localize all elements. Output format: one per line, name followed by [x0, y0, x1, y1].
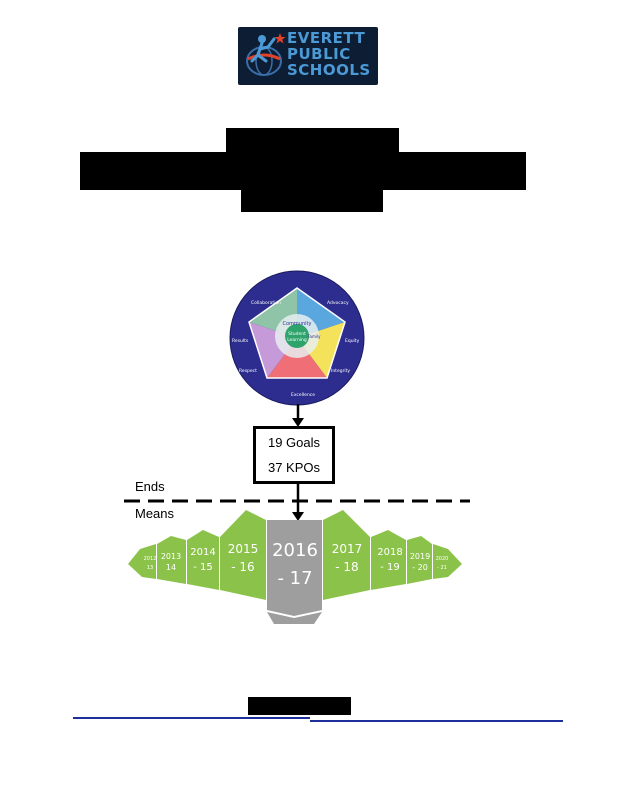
year-2017: 2017 - 18: [323, 510, 370, 600]
logo-line-2: PUBLIC: [287, 45, 351, 63]
year-2019: 2019 - 20: [407, 536, 432, 584]
arrow-down-icon: [292, 404, 304, 427]
logo-line-1: EVERETT: [287, 29, 366, 47]
svg-text:- 15: - 15: [193, 562, 213, 573]
wheel-label-integrity: Integrity: [331, 368, 350, 374]
wheel-center-right: Family: [308, 334, 322, 339]
redacted-block: [226, 128, 399, 153]
svg-text:- 17: - 17: [277, 568, 312, 589]
svg-text:- 20: - 20: [412, 563, 428, 572]
year-2016-current: 2016 - 17: [267, 520, 322, 624]
runner-star-globe-icon: [246, 33, 286, 76]
svg-text:- 16: - 16: [231, 560, 254, 574]
strategic-plan-wheel: Community Student Learning Family Collab…: [229, 270, 365, 406]
svg-text:2014: 2014: [190, 547, 215, 558]
svg-text:- 21: - 21: [437, 565, 447, 571]
logo-line-3: SCHOOLS: [287, 61, 371, 79]
ends-label: Ends: [135, 479, 165, 494]
svg-text:2019: 2019: [410, 552, 430, 561]
goals-box: 19 Goals 37 KPOs: [253, 426, 335, 484]
svg-text:2018: 2018: [377, 547, 402, 558]
year-2020: 2020 - 21: [433, 544, 462, 579]
wheel-center: [285, 324, 309, 348]
years-fan: 2012 13 2013 14 2014 - 15 2015 - 16 2016…: [128, 510, 462, 624]
svg-text:2013: 2013: [161, 552, 181, 561]
svg-text:2015: 2015: [228, 542, 259, 556]
year-2018: 2018 - 19: [371, 530, 406, 590]
svg-text:2020: 2020: [436, 556, 449, 562]
redacted-block: [241, 189, 383, 212]
wheel-center-label-2: Learning: [287, 337, 307, 343]
year-2015: 2015 - 16: [220, 510, 266, 600]
ends-means-divider: [124, 499, 470, 503]
redacted-block: [80, 152, 526, 190]
footer-rule: [310, 720, 563, 722]
wheel-label-equity: Equity: [345, 338, 360, 344]
year-2013: 2013 14: [157, 536, 186, 584]
goals-count: 19 Goals: [267, 435, 321, 450]
district-logo: EVERETT PUBLIC SCHOOLS: [238, 27, 378, 85]
kpos-count: 37 KPOs: [267, 460, 321, 475]
svg-text:2012: 2012: [144, 556, 157, 562]
wheel-center-top: Community: [283, 321, 312, 327]
year-2012: 2012 13: [128, 544, 156, 579]
svg-text:2017: 2017: [332, 542, 363, 556]
svg-text:2016: 2016: [272, 540, 318, 561]
wheel-center-label: Student: [288, 331, 306, 337]
svg-text:14: 14: [166, 563, 176, 572]
svg-text:- 18: - 18: [335, 560, 358, 574]
redacted-block: [248, 697, 351, 715]
wheel-label-excellence: Excellence: [291, 392, 315, 398]
wheel-label-collaboration: Collaboration: [251, 300, 281, 306]
means-label: Means: [135, 506, 175, 521]
footer-rule: [73, 717, 310, 719]
svg-text:13: 13: [147, 565, 153, 571]
arrow-down-icon: [292, 484, 304, 521]
wheel-label-respect: Respect: [239, 368, 257, 374]
svg-text:- 19: - 19: [380, 562, 400, 573]
year-2014: 2014 - 15: [187, 530, 219, 590]
wheel-label-results: Results: [232, 338, 249, 344]
wheel-label-advocacy: Advocacy: [327, 300, 349, 306]
